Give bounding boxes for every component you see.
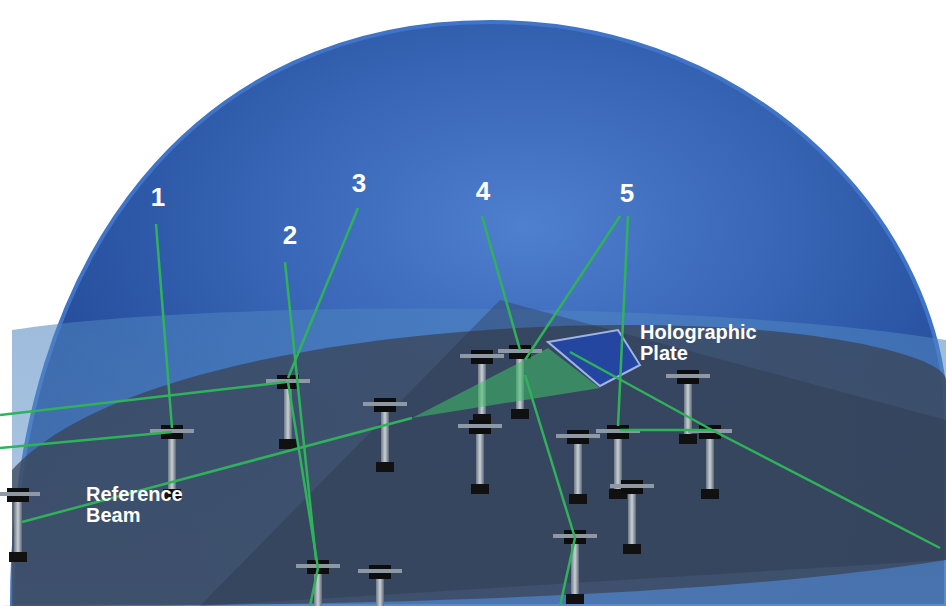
leader-line xyxy=(156,224,172,428)
laser-beam xyxy=(570,352,940,548)
laser-beams xyxy=(0,352,940,606)
callout-number: 2 xyxy=(277,222,303,249)
laser-beam xyxy=(22,418,412,522)
dome xyxy=(12,22,946,606)
optical-mount xyxy=(458,420,502,494)
laser-beam xyxy=(0,382,286,415)
laser-beam xyxy=(525,375,575,538)
optical-mount xyxy=(0,488,40,562)
optical-mounts xyxy=(0,345,732,606)
laser-beam xyxy=(0,432,172,448)
part-label: Reference Beam xyxy=(86,484,198,526)
part-label: Holographic Plate xyxy=(640,322,760,364)
laser-beam xyxy=(310,568,318,606)
optical-mount xyxy=(358,565,402,606)
leader-line xyxy=(288,208,358,378)
leader-line xyxy=(482,216,520,350)
leader-line xyxy=(525,216,620,360)
optical-mount xyxy=(363,398,407,472)
leader-line xyxy=(618,216,628,426)
laser-beam xyxy=(620,429,712,432)
leader-lines xyxy=(156,208,628,560)
optical-mount xyxy=(556,430,600,504)
callout-number: 4 xyxy=(470,178,496,205)
leader-line xyxy=(285,262,316,560)
callout-number: 3 xyxy=(346,170,372,197)
callout-number: 5 xyxy=(614,180,640,207)
holographic-plate xyxy=(548,330,640,386)
laser-beam xyxy=(560,538,575,606)
optical-mount xyxy=(610,480,654,554)
callout-number: 1 xyxy=(145,184,171,211)
